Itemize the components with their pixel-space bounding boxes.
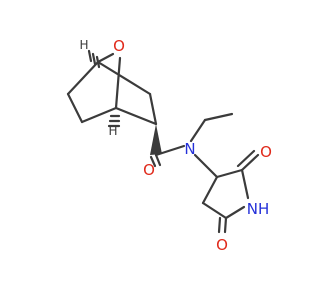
stereo-hash-top <box>87 49 101 69</box>
bond-ring-c5-c4 <box>201 201 228 220</box>
bond-c6-c5 <box>148 92 158 126</box>
bond-c1-c6 <box>96 60 152 96</box>
bond-ring-n-c5 <box>224 205 246 220</box>
bond-c1-o-bridge <box>96 52 115 64</box>
bond-c2-o-2 <box>236 149 256 168</box>
atom-bridge-oxygen: O <box>113 37 125 55</box>
bond-ring-c2-n <box>240 168 250 200</box>
atom-amide-nitrogen: N <box>184 140 195 158</box>
bond-n-ring <box>193 153 219 179</box>
bond-c2-c3 <box>66 92 84 124</box>
bond-c4-o-bridge <box>114 56 122 110</box>
bond-ring-c4-c3 <box>201 175 219 205</box>
bond-c4-c5 <box>114 106 158 126</box>
bond-c5-o-2 <box>217 216 222 234</box>
atom-ring-oxygen-top: O <box>260 143 272 161</box>
stereo-hash-bottom <box>107 114 121 128</box>
atom-ring-oxygen-bottom: O <box>216 236 228 254</box>
bond-c-amide-o-2 <box>149 155 157 168</box>
atom-ring-nh: NH <box>247 200 270 218</box>
bond-n-ethyl-1 <box>189 118 207 143</box>
atom-amide-oxygen: O <box>143 161 155 179</box>
bond-c-amide-o-1 <box>154 153 162 167</box>
stereo-wedge-c5 <box>150 124 162 155</box>
molecule-structure: O H H O N O NH O <box>66 37 272 254</box>
bond-c2-o-1 <box>240 153 260 172</box>
molecule-canvas: O H H O N O NH O <box>66 37 272 254</box>
atom-stereo-hydrogen-top: H <box>79 38 88 52</box>
hash-line <box>95 55 101 69</box>
hash-line <box>91 52 97 66</box>
bond-c1-c2 <box>66 60 100 96</box>
oxabicyclo-skeleton <box>66 52 158 126</box>
bond-ethyl-2 <box>203 112 234 122</box>
hash-line <box>87 49 93 63</box>
atom-stereo-hydrogen-bottom: H <box>108 124 117 138</box>
bond-c3-c4 <box>80 106 118 124</box>
bond-ring-c3-c2 <box>215 168 244 179</box>
bond-c-amide-n <box>154 144 186 157</box>
bond-c5-o-1 <box>223 216 228 234</box>
